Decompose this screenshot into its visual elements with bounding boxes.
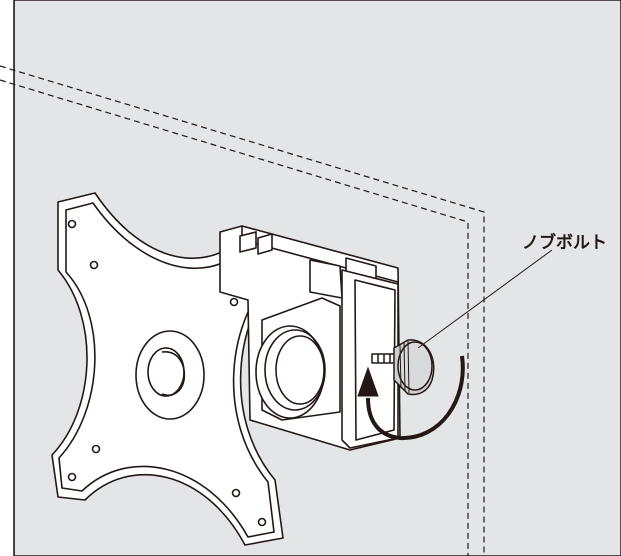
callout-leader-line — [417, 249, 553, 349]
knob-bolt-part — [371, 339, 435, 396]
panel-left-border — [0, 0, 14, 556]
dashed-outline — [0, 65, 485, 556]
bracket-housing — [219, 225, 401, 451]
knob-bolt-label: ノブボルト — [522, 233, 607, 253]
rotation-arrow — [357, 355, 465, 441]
